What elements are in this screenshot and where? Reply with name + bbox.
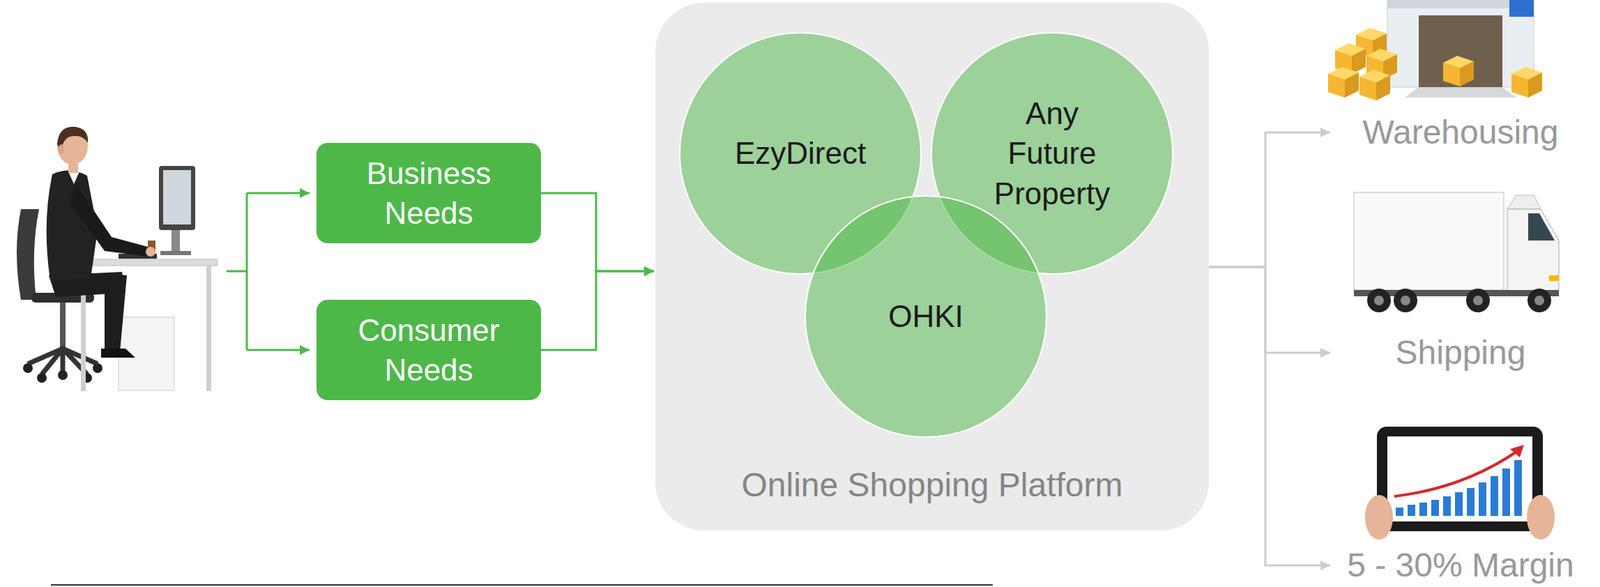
split-connector: [246, 192, 310, 195]
tablet-chart-icon: [1365, 494, 1393, 540]
split-connector: [246, 193, 249, 350]
warehouse-icon: [1459, 61, 1474, 87]
warehouse-icon: [1351, 48, 1366, 74]
tablet-chart-icon: [1387, 436, 1533, 522]
flow-arrow: [1208, 267, 1331, 353]
flow-arrow: [1208, 132, 1331, 268]
truck-icon: [1353, 192, 1504, 291]
truck-icon: [1528, 213, 1555, 241]
person-at-desk: [68, 171, 80, 185]
warehouse-icon: [1509, 0, 1534, 17]
need-box: Consumer Needs: [316, 299, 542, 401]
warehouse-icon: [1376, 75, 1391, 101]
truck-icon: [1549, 275, 1559, 281]
truck-icon: [1507, 209, 1559, 292]
tablet-chart-icon: [1407, 504, 1416, 516]
tablet-chart-icon: [1478, 482, 1487, 516]
box-text: Consumer Needs: [352, 310, 506, 390]
truck-icon: [1393, 288, 1418, 313]
person-at-desk: [163, 170, 192, 225]
warehouse-icon: [1443, 62, 1460, 87]
truck-icon: [1527, 288, 1552, 313]
person-at-desk: [145, 246, 156, 257]
tablet-chart-icon: [1526, 494, 1555, 540]
truck-icon: [1374, 295, 1384, 306]
panel-title: Online Shopping Platform: [741, 465, 1124, 506]
warehouse-icon: [1511, 73, 1529, 98]
tablet-chart-icon: [1365, 426, 1555, 540]
truck-icon: [1400, 295, 1411, 306]
outcome-label: Shipping: [1331, 328, 1590, 378]
tablet-chart-icon: [1395, 507, 1404, 516]
circle-text: Any Future Property: [982, 93, 1122, 214]
split-connector: [226, 270, 247, 273]
tablet-chart-icon: [1376, 426, 1543, 532]
tablet-chart-icon: [1514, 460, 1522, 516]
warehouse-icon: [1418, 15, 1503, 88]
circle-outline: [805, 195, 1047, 438]
person-at-desk: [104, 273, 127, 353]
circle-text: EzyDirect: [734, 133, 866, 173]
person-at-desk: [158, 165, 196, 231]
flow-arrow: [1208, 267, 1331, 566]
split-connector: [246, 349, 310, 352]
warehouse-icon: [1443, 55, 1474, 87]
outcome-label: Warehousing: [1331, 108, 1590, 157]
flow-arrow: [541, 193, 654, 272]
person-at-desk: [101, 348, 136, 358]
truck-icon: [1353, 192, 1559, 313]
warehouse-icon: [1511, 66, 1543, 98]
person-at-desk: [57, 370, 68, 380]
flow-arrow: [541, 271, 654, 350]
warehouse-icon: [1528, 72, 1543, 98]
tablet-chart-icon: [1490, 476, 1499, 516]
tablet-chart-icon: [1454, 492, 1463, 516]
outcome-text: 5 - 30% Margin: [1346, 545, 1574, 586]
need-box: Business Needs: [316, 142, 542, 244]
circle-text: OHKI: [888, 296, 964, 337]
person-at-desk: [59, 302, 66, 352]
tablet-chart-icon: [1394, 450, 1519, 497]
warehouse-icon: [1404, 87, 1517, 98]
truck-icon: [1367, 288, 1391, 313]
warehouse-icon: [1359, 76, 1377, 101]
person-at-desk: [160, 250, 192, 256]
footer-rule: [50, 584, 993, 586]
truck-icon: [1473, 295, 1483, 306]
truck-icon: [1534, 295, 1545, 306]
outcome-label: 5 - 30% Margin: [1331, 541, 1590, 587]
outcome-text: Warehousing: [1362, 112, 1559, 153]
box-text: Business Needs: [352, 153, 506, 233]
platform-panel: Online Shopping Platform EzyDirect Any Fut…: [655, 2, 1209, 531]
warehouse-icon: [1328, 66, 1359, 98]
footer-rule: [50, 584, 993, 586]
person-at-desk: [171, 230, 180, 251]
person-at-desk: [92, 363, 103, 373]
person-at-desk: [206, 265, 212, 392]
warehouse-icon: [1344, 72, 1359, 98]
truck-icon: [1507, 195, 1541, 210]
warehouse-icon: [1328, 0, 1543, 101]
split-connector: [226, 193, 310, 350]
person-at-desk: [58, 144, 65, 155]
tablet-chart-icon: [1510, 444, 1525, 458]
person-at-desk: [36, 372, 47, 383]
property-circle: OHKI: [804, 195, 1048, 438]
tablet-chart-icon: [1431, 499, 1439, 516]
tablet-chart-icon: [1419, 502, 1428, 516]
outcome-text: Shipping: [1395, 332, 1527, 373]
tablet-chart-icon: [1466, 488, 1475, 516]
warehouse-icon: [1328, 73, 1345, 98]
person-at-desk: [16, 209, 40, 300]
person-at-desk: [69, 184, 148, 257]
tablet-chart-icon: [1443, 496, 1451, 516]
truck-icon: [1466, 288, 1490, 313]
tablet-chart-icon: [1502, 468, 1511, 516]
person-at-desk: [23, 363, 33, 373]
person-at-desk: [16, 126, 218, 392]
warehouse-icon: [1359, 69, 1391, 101]
person-at-desk: [78, 259, 218, 266]
